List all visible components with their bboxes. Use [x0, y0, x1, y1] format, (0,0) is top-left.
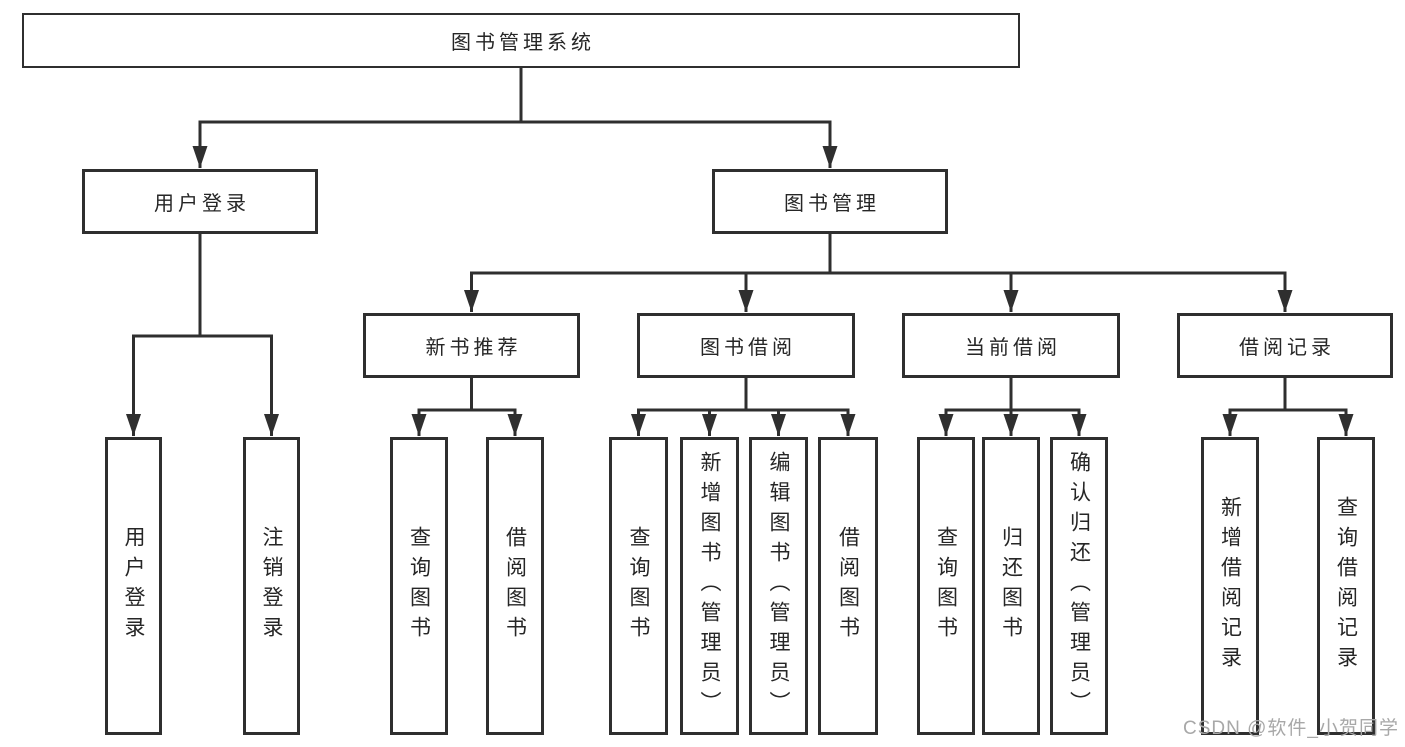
node-bb-add-books-admin: 新增图书（管理员） [680, 437, 739, 735]
node-br-query-record: 查询借阅记录 [1317, 437, 1375, 735]
node-leaf-logout: 注销登录 [243, 437, 300, 735]
node-bb-edit-books-admin: 编辑图书（管理员） [749, 437, 808, 735]
node-bb-borrow-books: 借阅图书 [818, 437, 878, 735]
node-new-book-recommend: 新书推荐 [363, 313, 580, 378]
node-book-management: 图书管理 [712, 169, 948, 234]
node-bb-query-books: 查询图书 [609, 437, 668, 735]
node-book-borrow: 图书借阅 [637, 313, 855, 378]
node-nb-query-books: 查询图书 [390, 437, 448, 735]
csdn-watermark: CSDN @软件_小贺同学 [1183, 718, 1399, 739]
node-nb-borrow-books: 借阅图书 [486, 437, 544, 735]
node-current-borrow: 当前借阅 [902, 313, 1120, 378]
node-user-login: 用户登录 [82, 169, 318, 234]
node-cb-return-books: 归还图书 [982, 437, 1040, 735]
node-br-add-record: 新增借阅记录 [1201, 437, 1259, 735]
node-cb-confirm-return-admin: 确认归还（管理员） [1050, 437, 1108, 735]
node-cb-query-books: 查询图书 [917, 437, 975, 735]
node-borrow-records: 借阅记录 [1177, 313, 1393, 378]
node-leaf-user-login: 用户登录 [105, 437, 162, 735]
node-root-system: 图书管理系统 [22, 13, 1020, 68]
